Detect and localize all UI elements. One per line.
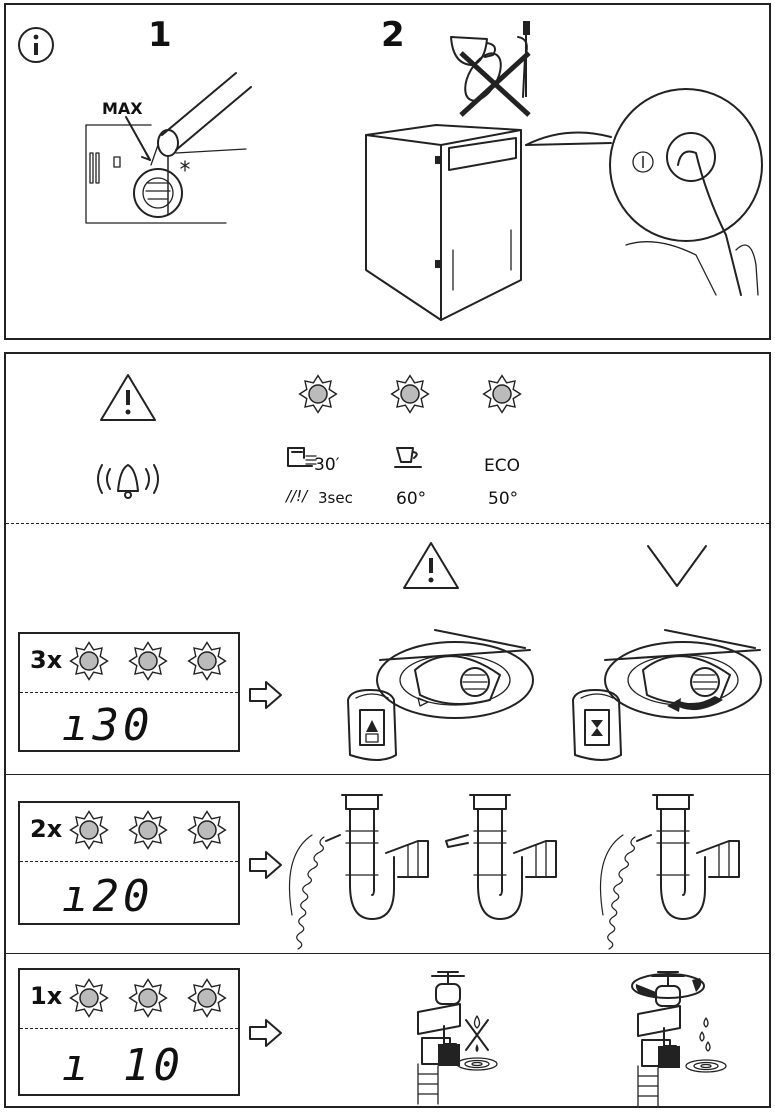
count-label: 1x [30, 982, 63, 1010]
display-1x: 1x ı 10 [18, 968, 240, 1096]
display-code: ı20 [62, 871, 154, 922]
checkmark-icon [647, 545, 707, 587]
indicator-light-row1-2 [128, 641, 168, 681]
indicator-light-2 [390, 374, 430, 414]
indicator-light-row2-3 [187, 810, 227, 850]
light-3-label-bottom: 50° [488, 489, 519, 509]
row-divider-2 [6, 953, 769, 954]
light-3-label-top: ECO [484, 456, 520, 476]
water-tap-open-illustration [631, 971, 727, 1108]
indicator-light-row3-3 [187, 978, 227, 1018]
arrow-right-icon [249, 681, 282, 709]
indicator-light-row1-1 [69, 641, 109, 681]
spray-icon: //!/ [286, 487, 308, 505]
filter-illustration-wrong [347, 629, 534, 761]
count-label: 2x [30, 815, 63, 843]
arrow-right-icon [249, 1019, 282, 1047]
count-label: 3x [30, 646, 63, 674]
display-3x: 3x ı30 [18, 632, 240, 752]
section-warning-icon [403, 542, 459, 589]
light-1-label-bottom: 3sec [318, 489, 353, 507]
indicator-light-1 [298, 374, 338, 414]
water-tap-closed-illustration [417, 971, 498, 1105]
indicator-light-row2-2 [128, 810, 168, 850]
dishwasher-illustration [365, 124, 522, 321]
display-code: ı30 [62, 700, 154, 751]
light-2-label-bottom: 60° [396, 489, 427, 509]
rinse-icon [287, 447, 317, 467]
cup-icon [394, 447, 422, 468]
rinse-aid-dispenser-illustration [85, 72, 252, 224]
indicator-light-row3-2 [128, 978, 168, 1018]
light-1-label-top: 30′ [314, 455, 340, 475]
warning-icon [100, 374, 156, 421]
indicator-light-row1-3 [187, 641, 227, 681]
display-code: ı 10 [62, 1040, 184, 1091]
step-2-number: 2 [381, 15, 405, 55]
info-icon [18, 27, 54, 63]
indicator-light-row3-1 [69, 978, 109, 1018]
filter-illustration-correct [572, 629, 762, 761]
legend-divider [6, 523, 769, 524]
indicator-light-3 [482, 374, 522, 414]
alarm-bell-icon [97, 464, 159, 499]
power-button-zoom [525, 88, 763, 296]
top-panel: 1 2 MAX [4, 3, 771, 340]
max-label: MAX [102, 99, 143, 118]
indicator-light-row2-1 [69, 810, 109, 850]
arrow-right-icon [249, 851, 282, 879]
step-1-number: 1 [148, 15, 172, 55]
row-divider-1 [6, 774, 769, 775]
no-dishes-icon [450, 21, 531, 117]
